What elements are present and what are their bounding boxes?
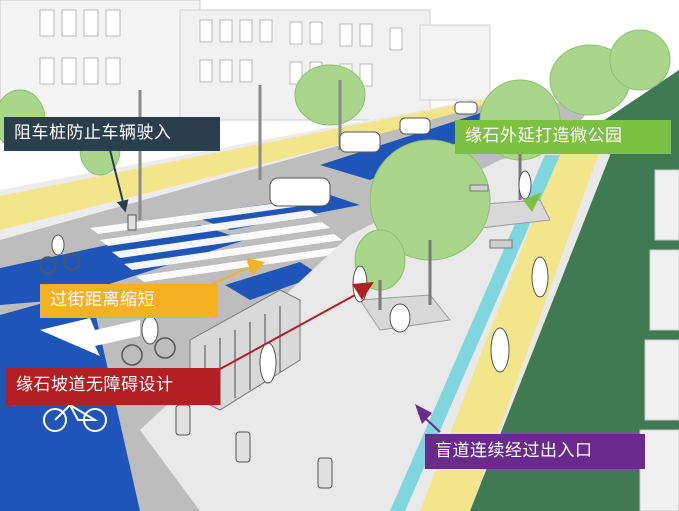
buildings-right bbox=[639, 169, 679, 511]
callout-tactile-paving: 盲道连续经过出入口 bbox=[425, 434, 645, 469]
car-icon bbox=[269, 101, 478, 207]
cyclist-riders bbox=[51, 234, 159, 345]
bollard-icon bbox=[127, 214, 333, 489]
bench-icon bbox=[469, 184, 513, 249]
callout-micro-park: 缘石外延打造微公园 bbox=[455, 120, 671, 154]
callout-bollard: 阻车桩防止车辆驶入 bbox=[4, 117, 220, 151]
buildings-left bbox=[0, 0, 491, 126]
callout-curb-ramp: 缘石坡道无障碍设计 bbox=[6, 368, 220, 405]
lane-arrow-icon bbox=[40, 318, 140, 356]
curb-yellow bbox=[420, 150, 600, 511]
callout-crossing-distance: 过街距离缩短 bbox=[40, 284, 218, 318]
bicycle-lane-symbol-icon bbox=[43, 403, 107, 432]
crosswalk bbox=[90, 200, 354, 282]
cyclist-icon bbox=[39, 253, 176, 366]
tactile-paving bbox=[390, 155, 560, 511]
grass-strip bbox=[470, 70, 679, 511]
bike-lane-mid bbox=[225, 262, 320, 300]
pedestrian-icon bbox=[259, 170, 549, 384]
callout-arrows bbox=[109, 149, 542, 433]
